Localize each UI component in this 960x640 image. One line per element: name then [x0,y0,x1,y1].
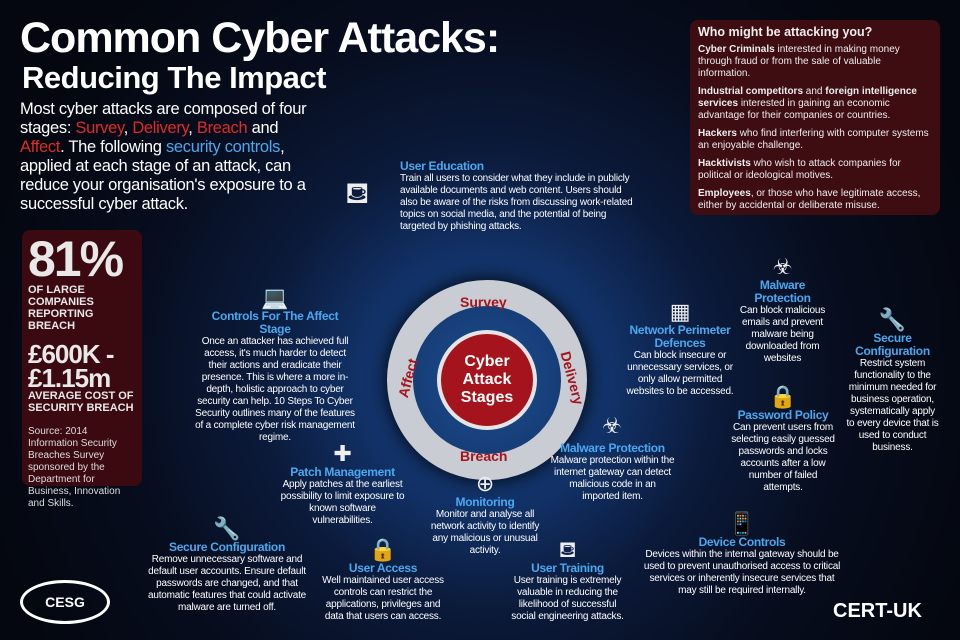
laptop-lock-icon: 💻 [261,285,289,310]
attacker-item: Cyber Criminals interested in making mon… [698,44,900,79]
padlock-password-icon: 🔒 [769,384,797,409]
attackers-title: Who might be attacking you? [698,25,873,39]
stage-survey: Survey [460,294,507,310]
crosshair-icon: ⊕ [475,471,495,496]
cesg-logo: CESG [20,580,110,624]
stages-core: Cyber Attack Stages [437,330,537,430]
padlock-icon: 🔒 [369,537,397,562]
page-title: Common Cyber Attacks: [20,14,500,62]
attacker-item: Employees, or those who have legitimate … [698,188,921,211]
biohazard-shield-icon: ☣ [772,254,793,279]
firewall-icon: ▦ [669,299,691,324]
certuk-logo: CERT-UK [833,600,922,622]
bandage-icon: ✚ [333,441,352,466]
mobile-device-icon: 📱 [728,511,756,536]
stage-breach: Breach [460,448,508,464]
breach-percentage-caption: OF LARGE COMPANIES REPORTING BREACH [28,284,94,332]
tools-icon: 🔧 [213,516,241,541]
intro-text: Most cyber attacks are composed of four … [20,100,307,213]
breach-cost-caption: AVERAGE COST OF SECURITY BREACH [28,390,134,414]
attackers-panel: Who might be attacking you? Cyber Crimin… [690,20,940,215]
stats-panel: 81% OF LARGE COMPANIES REPORTING BREACH … [22,230,142,509]
presenter-icon: ⛾ [558,537,577,562]
tools-icon: 🔧 [878,307,907,332]
page-subtitle: Reducing The Impact [22,60,326,95]
breach-cost: £600K - £1.15m [28,339,115,393]
attacker-item: Hacktivists who wish to attack companies… [698,158,901,181]
breach-percentage: 81% [28,231,124,287]
attacker-item: Hackers who find interfering with comput… [698,128,929,151]
presenter-icon: ⛾ [345,177,370,210]
biohazard-shield-icon: ☣ [602,413,622,438]
stats-source: Source: 2014 Information Security Breach… [28,426,121,509]
attacker-item: Industrial competitors and foreign intel… [698,86,917,121]
